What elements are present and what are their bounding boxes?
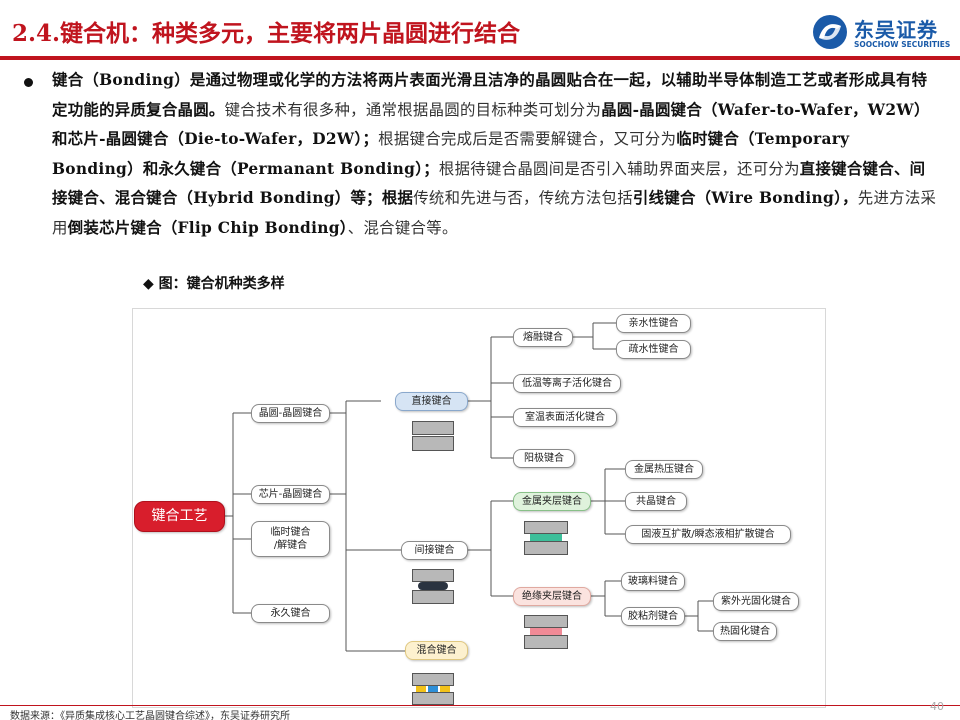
node-metal-thermocompression-bonding: 金属热压键合 — [625, 460, 703, 479]
chip-bottom-wafer — [412, 436, 454, 451]
indirect-bonding-chip-illustration — [412, 569, 454, 605]
node-low-temp-plasma-bonding: 低温等离子活化键合 — [513, 374, 621, 393]
direct-bonding-chip-illustration — [412, 421, 454, 451]
node-room-temp-surface-bonding: 室温表面活化键合 — [513, 408, 617, 427]
logo-english-name: SOOCHOW SECURITIES — [854, 40, 951, 49]
text-bold: 临时键合（Temporary Bonding）和永久键合（Permanant B… — [52, 130, 850, 178]
node-eutectic-bonding: 共晶键合 — [625, 492, 687, 511]
body-paragraph: 键合（Bonding）是通过物理或化学的方法将两片表面光滑且洁净的晶圆贴合在一起… — [52, 66, 938, 244]
chip-interlayer-yellow — [440, 686, 450, 692]
node-metal-layer-bonding: 金属夹层键合 — [513, 492, 591, 511]
chip-interlayer — [418, 582, 448, 590]
text-bold: 晶圆-晶圆键合（Wafer-to-Wafer，W2W）和芯片-晶圆键合（Die-… — [52, 100, 930, 149]
text-regular: 根据键合完成后是否需要解键合，又可分为 — [378, 130, 677, 149]
node-hydrophilic-bonding: 亲水性键合 — [616, 314, 691, 333]
node-glass-frit-bonding: 玻璃料键合 — [621, 572, 685, 591]
node-fusion-bonding: 熔融键合 — [513, 328, 573, 347]
node-hydrophobic-bonding: 疏水性键合 — [616, 340, 691, 359]
chip-bottom-wafer — [412, 692, 454, 705]
insulating-layer-chip-illustration — [524, 615, 568, 649]
chip-top-wafer — [524, 615, 568, 628]
hybrid-bonding-chip-illustration — [412, 673, 454, 705]
node-temporary-bonding: 临时键合 /解键合 — [251, 521, 330, 557]
chip-interlayer-green — [530, 534, 562, 541]
node-die-to-wafer: 芯片-晶圆键合 — [251, 485, 330, 504]
chip-interlayer-yellow — [416, 686, 426, 692]
chip-interlayer-blue — [428, 686, 438, 692]
chip-top-wafer — [524, 521, 568, 534]
text-regular: 根据待键合晶圆间是否引入辅助界面夹层，还可分为 — [438, 159, 800, 178]
chip-interlayer-pink — [530, 628, 562, 635]
text-regular: 先进方法采用 — [52, 189, 937, 237]
chip-top-wafer — [412, 673, 454, 686]
node-uv-curing-bonding: 紫外光固化键合 — [713, 592, 799, 611]
node-direct-bonding: 直接键合 — [395, 392, 468, 411]
page-title: 2.4.键合机：种类多元，主要将两片晶圆进行结合 — [12, 20, 521, 47]
figure-title: ◆ 图：键合机种类多样 — [143, 276, 285, 292]
text-bold: 直接键合键合、间接键合、混合键合（Hybrid Bonding）等；根据 — [52, 159, 926, 208]
text-bold: 倒装芯片键合（Flip Chip Bonding） — [67, 218, 348, 237]
chip-bottom-wafer — [412, 590, 454, 604]
chip-top-wafer — [412, 569, 454, 582]
node-insulating-layer-bonding: 绝缘夹层键合 — [513, 587, 591, 606]
node-permanent-bonding: 永久键合 — [251, 604, 330, 623]
text-regular: 传统和先进与否，传统方法包括 — [413, 189, 633, 208]
text-bold: 引线键合（Wire Bonding）， — [632, 189, 858, 208]
node-wafer-to-wafer: 晶圆-晶圆键合 — [251, 404, 330, 423]
logo-mark-icon — [813, 15, 847, 49]
chip-bottom-wafer — [524, 635, 568, 649]
text-bold: 键合（Bonding）是通过物理或化学的方法将两片表面光滑且洁净的晶圆贴合在一起… — [52, 71, 928, 119]
company-logo: 东吴证券 SOOCHOW SECURITIES — [812, 14, 952, 52]
logo-chinese-name: 东吴证券 — [854, 18, 938, 42]
chip-top-wafer — [412, 421, 454, 435]
node-anodic-bonding: 阳极键合 — [513, 449, 575, 468]
bullet-icon — [24, 78, 33, 87]
node-thermal-curing-bonding: 热固化键合 — [713, 622, 777, 641]
page-number: 40 — [930, 700, 944, 713]
node-bonding-process: 键合工艺 — [134, 501, 225, 532]
footer-divider — [0, 705, 960, 706]
header-divider — [0, 56, 960, 60]
connector-lines — [225, 322, 713, 652]
data-source: 数据来源：《异质集成核心工艺晶圆键合综述》，东吴证券研究所 — [10, 711, 290, 720]
text-regular: 、混合键合等。 — [347, 218, 458, 237]
node-hybrid-bonding: 混合键合 — [405, 641, 468, 660]
node-adhesive-bonding: 胶粘剂键合 — [621, 607, 685, 626]
page-header: 2.4.键合机：种类多元，主要将两片晶圆进行结合 东吴证券 SOOCHOW SE… — [0, 0, 960, 56]
node-indirect-bonding: 间接键合 — [401, 541, 468, 560]
bonding-tree-diagram: 键合工艺 晶圆-晶圆键合 芯片-晶圆键合 临时键合 /解键合 永久键合 直接键合… — [132, 308, 826, 708]
chip-bottom-wafer — [524, 541, 568, 555]
node-solid-liquid-diffusion-bonding: 固液互扩散/瞬态液相扩散键合 — [625, 525, 791, 544]
text-regular: 键合技术有很多种，通常根据晶圆的目标种类可划分为 — [224, 100, 602, 119]
metal-layer-chip-illustration — [524, 521, 568, 555]
